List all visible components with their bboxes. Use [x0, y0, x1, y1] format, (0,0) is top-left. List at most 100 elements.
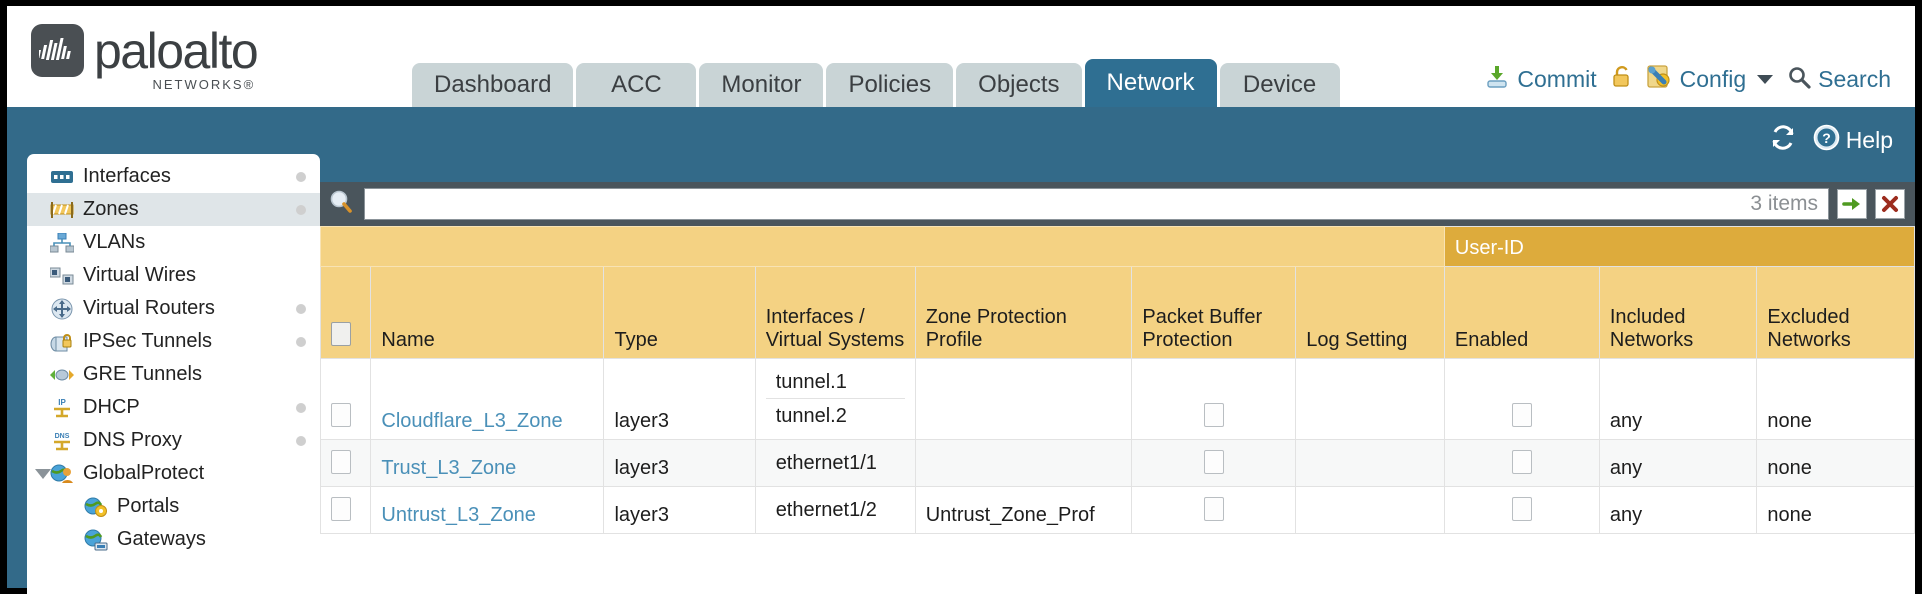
sidebar-item-gre-tunnels[interactable]: GRE Tunnels [27, 358, 320, 391]
search-input[interactable]: 3 items [364, 188, 1829, 220]
search-filter-icon[interactable] [326, 187, 356, 222]
help-button[interactable]: ? Help [1813, 124, 1893, 157]
zone-name-link[interactable]: Trust_L3_Zone [381, 457, 517, 479]
included-networks-cell: any [1598, 439, 1758, 487]
log-setting-cell [1295, 358, 1445, 440]
clear-filter-button[interactable] [1875, 189, 1905, 219]
virtual-routers-icon [49, 298, 75, 320]
included-networks-cell: any [1598, 486, 1758, 534]
zone-name-cell: Cloudflare_L3_Zone [370, 358, 605, 440]
row-select-cell[interactable] [319, 486, 372, 534]
refresh-button[interactable] [1769, 124, 1797, 157]
log-setting-cell [1295, 439, 1445, 487]
zone-name-cell: Trust_L3_Zone [370, 439, 605, 487]
sidebar-item-zones[interactable]: Zones [27, 193, 320, 226]
sidebar-item-label: VLANs [83, 231, 146, 253]
userid-enabled-checkbox[interactable] [1511, 497, 1532, 521]
column-header-excluded-networks[interactable]: Excluded Networks [1756, 266, 1915, 359]
tab-acc[interactable]: ACC [576, 63, 697, 107]
lock-button[interactable] [1611, 64, 1633, 95]
select-all-header[interactable] [319, 266, 372, 359]
svg-text:IP: IP [58, 398, 66, 407]
globalprotect-icon [49, 463, 75, 485]
packet-buffer-protection-checkbox[interactable] [1203, 450, 1224, 474]
virtual-wires-icon [49, 265, 75, 287]
sidebar-item-vlans[interactable]: VLANs [27, 226, 320, 259]
sidebar-status-dot [296, 171, 306, 182]
column-header-packet-buffer-protection[interactable]: Packet Buffer Protection [1131, 266, 1297, 359]
zone-name-link[interactable]: Untrust_L3_Zone [381, 504, 536, 526]
sidebar-item-portals[interactable]: Portals [27, 490, 320, 523]
column-header-type[interactable]: Type [603, 266, 756, 359]
column-header-enabled[interactable]: Enabled [1443, 266, 1600, 359]
userid-enabled-checkbox[interactable] [1511, 403, 1532, 427]
ipsec-tunnels-icon [49, 331, 75, 353]
tab-objects[interactable]: Objects [956, 63, 1082, 107]
sidebar-item-globalprotect[interactable]: GlobalProtect [27, 457, 320, 490]
zone-type-cell: layer3 [603, 358, 756, 440]
row-select-cell[interactable] [319, 439, 372, 487]
tab-device[interactable]: Device [1219, 63, 1340, 107]
userid-enabled-cell[interactable] [1443, 439, 1600, 487]
sidebar-item-label: Gateways [117, 528, 206, 550]
log-setting-cell [1295, 486, 1445, 534]
row-select-cell[interactable] [319, 358, 372, 440]
close-x-icon [1882, 196, 1898, 212]
expander-triangle-icon[interactable] [35, 468, 51, 479]
column-header-zone-protection-profile[interactable]: Zone Protection Profile [914, 266, 1133, 359]
tab-monitor[interactable]: Monitor [699, 63, 824, 107]
row-select-checkbox[interactable] [331, 403, 351, 427]
svg-text:?: ? [1822, 130, 1831, 146]
column-header-name[interactable]: Name [370, 266, 605, 359]
sidebar-item-virtual-wires[interactable]: Virtual Wires [27, 259, 320, 292]
sidebar-item-virtual-routers[interactable]: Virtual Routers [27, 292, 320, 325]
column-header-log-setting[interactable]: Log Setting [1295, 266, 1445, 359]
zone-protection-profile-cell: Untrust_Zone_Prof [914, 486, 1133, 534]
zone-type-cell: layer3 [603, 486, 756, 534]
sidebar-item-gateways[interactable]: Gateways [27, 523, 320, 556]
column-header-included-networks[interactable]: Included Networks [1598, 266, 1758, 359]
row-select-checkbox[interactable] [331, 497, 351, 521]
packet-buffer-protection-cell[interactable] [1131, 439, 1297, 487]
sidebar-status-dot [296, 336, 306, 347]
commit-button[interactable]: Commit [1485, 64, 1597, 95]
chevron-down-icon [1757, 75, 1774, 84]
paloalto-logo: paloalto NETWORKS® [31, 24, 259, 92]
column-header-interfaces-virtual-systems[interactable]: Interfaces / Virtual Systems [754, 266, 916, 359]
sidebar-item-ipsec-tunnels[interactable]: IPSec Tunnels [27, 325, 320, 358]
packet-buffer-protection-cell[interactable] [1131, 486, 1297, 534]
userid-enabled-cell[interactable] [1443, 358, 1600, 440]
select-all-checkbox[interactable] [331, 322, 351, 346]
sidebar-item-interfaces[interactable]: Interfaces [27, 160, 320, 193]
apply-filter-button[interactable] [1837, 189, 1867, 219]
zone-name-link[interactable]: Cloudflare_L3_Zone [381, 410, 563, 432]
tab-policies[interactable]: Policies [826, 63, 954, 107]
search-button[interactable]: Search [1787, 65, 1891, 95]
sidebar-item-label: Interfaces [83, 165, 171, 187]
packet-buffer-protection-checkbox[interactable] [1203, 497, 1224, 521]
packet-buffer-protection-checkbox[interactable] [1203, 403, 1224, 427]
tab-dashboard[interactable]: Dashboard [412, 63, 574, 107]
userid-enabled-cell[interactable] [1443, 486, 1600, 534]
tab-network[interactable]: Network [1084, 59, 1217, 107]
userid-enabled-checkbox[interactable] [1511, 450, 1532, 474]
row-select-checkbox[interactable] [331, 450, 351, 474]
interfaces-icon [49, 166, 75, 188]
search-icon [1787, 65, 1811, 95]
zone-protection-profile-cell [914, 439, 1133, 487]
commit-icon [1485, 64, 1510, 95]
config-menu[interactable]: Config [1646, 64, 1774, 95]
interface-entry: tunnel.2 [775, 405, 847, 427]
excluded-networks-cell: none [1756, 439, 1915, 487]
strip-actions: ? Help [1769, 124, 1893, 157]
dhcp-icon: IP [49, 397, 75, 419]
packet-buffer-protection-cell[interactable] [1131, 358, 1297, 440]
excluded-networks-cell: none [1756, 358, 1915, 440]
